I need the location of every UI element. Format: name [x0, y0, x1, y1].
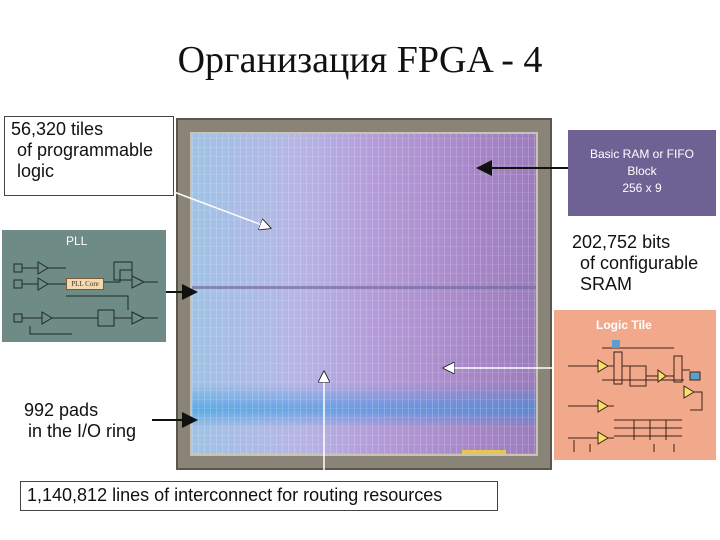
die-core	[190, 132, 538, 456]
logic-tile-lut-square	[612, 340, 620, 348]
pll-schematic	[13, 261, 158, 335]
ram-block-line-3: 256 x 9	[622, 181, 662, 195]
die-tile-grid	[192, 134, 536, 454]
pll-block: PLL PLL Core	[2, 230, 166, 342]
callout-tiles: 56,320 tiles of programmable logic	[4, 116, 174, 196]
callout-sram: 202,752 bits of configurable SRAM	[572, 232, 698, 295]
ram-block-line-1: Basic RAM or FIFO	[589, 147, 694, 161]
die-routing-channel	[192, 286, 536, 289]
callout-pads-line-1: 992 pads	[24, 400, 99, 420]
ram-fifo-block: Basic RAM or FIFO Block 256 x 9	[568, 130, 716, 216]
logic-tile-title: Logic Tile	[596, 318, 652, 332]
pll-title: PLL	[66, 234, 88, 248]
fpga-die-image	[176, 118, 552, 470]
callout-tiles-line-1: 56,320 tiles	[11, 119, 104, 139]
ram-block-line-2: Block	[627, 164, 657, 178]
die-pad-marker	[462, 450, 506, 454]
arrow-tiles	[173, 191, 270, 228]
callout-tiles-line-2: of programmable	[17, 140, 154, 160]
callout-pads-line-2: in the I/O ring	[28, 421, 137, 441]
callout-pads: 992 pads in the I/O ring	[24, 400, 136, 442]
callout-sram-line-1: 202,752 bits	[572, 232, 671, 252]
pll-core-label: PLL Core	[66, 278, 104, 290]
callout-sram-line-3: SRAM	[580, 274, 633, 294]
callout-tiles-line-3: logic	[17, 161, 55, 181]
logic-tile-schematic	[568, 340, 703, 452]
slide-title: Организация FPGA - 4	[177, 39, 543, 81]
logic-tile-block: Logic Tile	[554, 310, 716, 460]
callout-interconnect: 1,140,812 lines of interconnect for rout…	[20, 481, 498, 511]
callout-sram-line-2: of configurable	[580, 253, 699, 273]
